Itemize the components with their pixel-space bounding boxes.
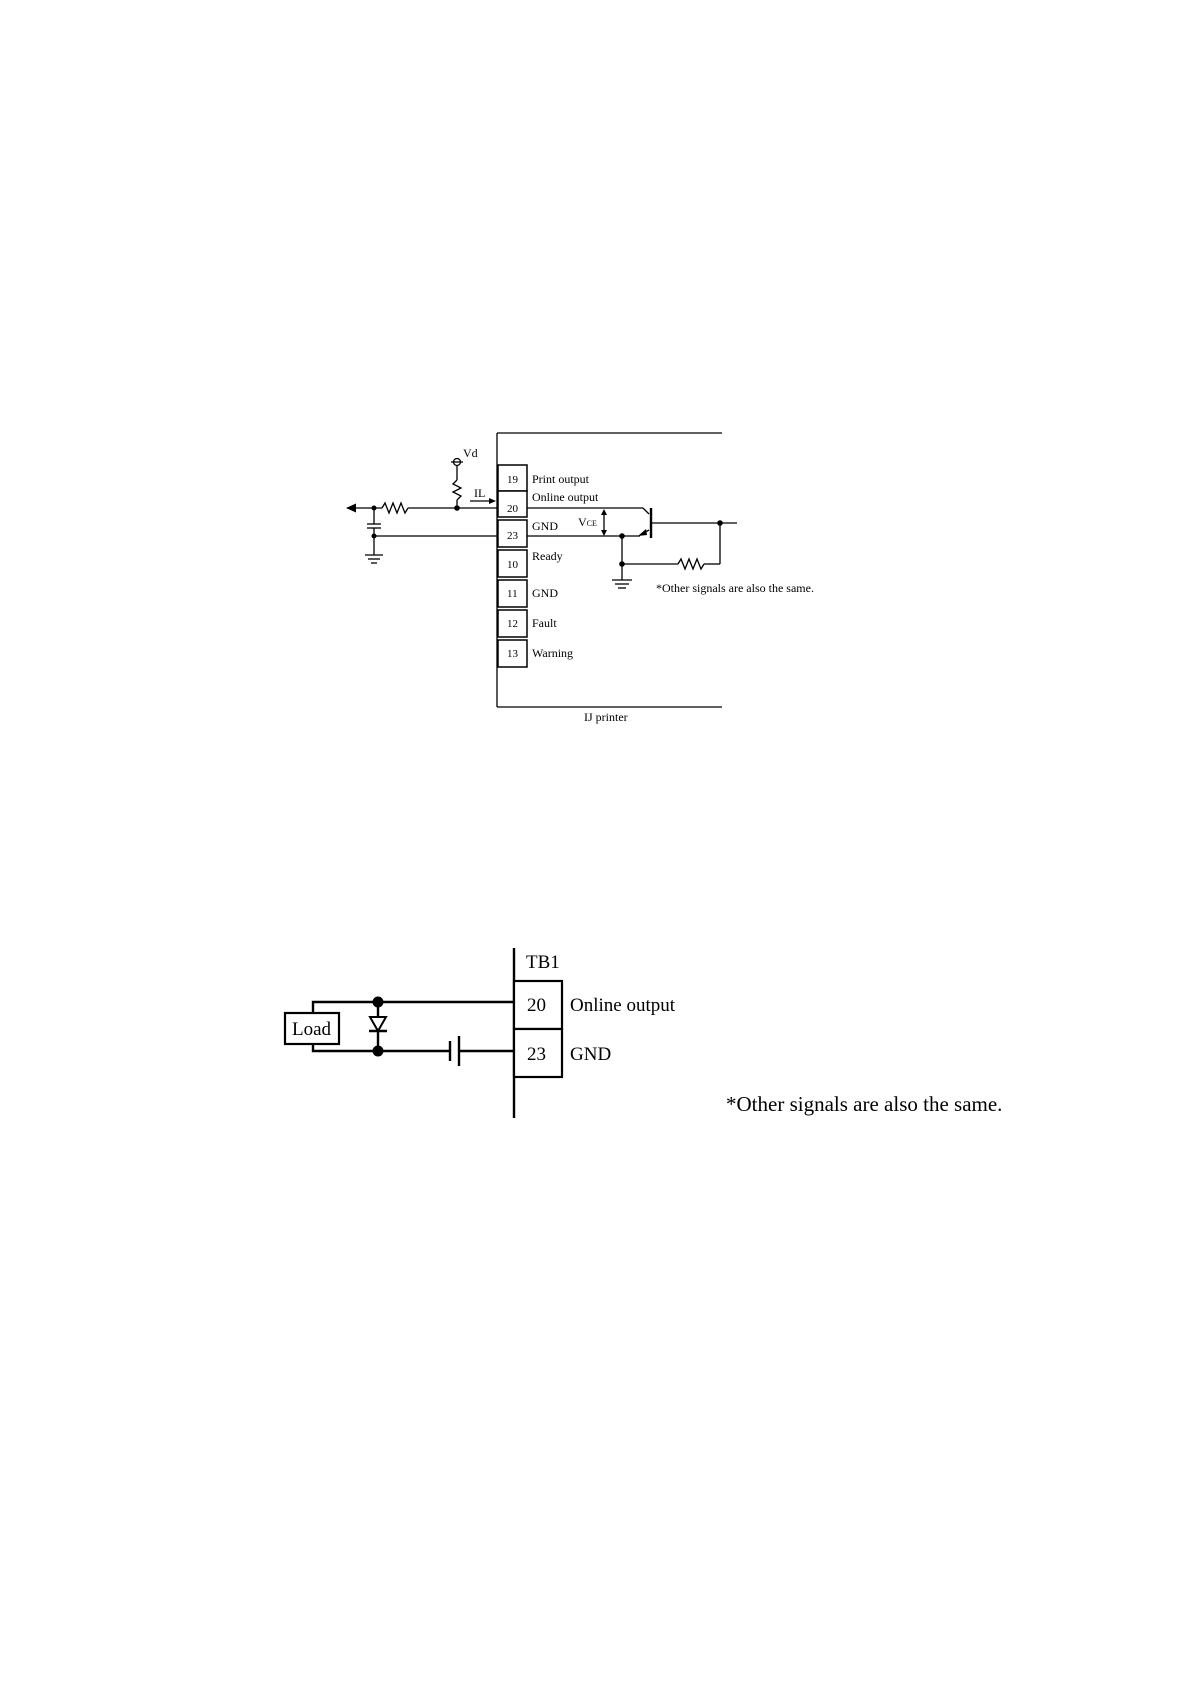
- emitter-arrow-icon: [638, 529, 647, 536]
- arrow-left-icon: [346, 504, 356, 513]
- terminal-number: 19: [507, 474, 519, 486]
- terminal-strip-1: 19 20 23 10 11 12 13 Print output Online…: [498, 465, 599, 667]
- note-2: *Other signals are also the same.: [726, 1092, 1002, 1116]
- terminal-label: Online output: [532, 490, 599, 504]
- terminal-label: GND: [570, 1044, 611, 1065]
- tb1-title: TB1: [526, 952, 560, 973]
- terminal-label: Ready: [532, 549, 563, 563]
- terminal-label: Warning: [532, 646, 573, 660]
- internal-transistor-circuit: [527, 508, 737, 588]
- terminal-label: Print output: [532, 472, 590, 486]
- terminal-label: GND: [532, 519, 558, 533]
- note-1: *Other signals are also the same.: [656, 581, 814, 595]
- terminal-number: 23: [527, 1044, 546, 1065]
- diode-icon: [370, 1017, 386, 1031]
- vce-label-main: V: [578, 515, 587, 529]
- terminal-number: 10: [507, 559, 519, 571]
- load-label: Load: [292, 1019, 332, 1040]
- terminal-label: Fault: [532, 616, 557, 630]
- il-label: IL: [474, 486, 485, 500]
- vce-label: VCE: [578, 515, 597, 529]
- vce-label-sub: CE: [587, 519, 597, 528]
- terminal-number: 23: [507, 530, 519, 542]
- terminal-number: 20: [507, 503, 519, 515]
- terminal-label: GND: [532, 586, 558, 600]
- terminal-number: 20: [527, 995, 546, 1016]
- ij-printer-enclosure: [497, 433, 722, 707]
- external-wiring: [346, 459, 498, 564]
- terminal-number: 11: [507, 588, 518, 600]
- vd-label: Vd: [463, 446, 478, 460]
- terminal-number: 13: [507, 648, 519, 660]
- terminal-number: 12: [507, 618, 518, 630]
- device-caption: IJ printer: [584, 710, 628, 724]
- terminal-label: Online output: [570, 995, 676, 1016]
